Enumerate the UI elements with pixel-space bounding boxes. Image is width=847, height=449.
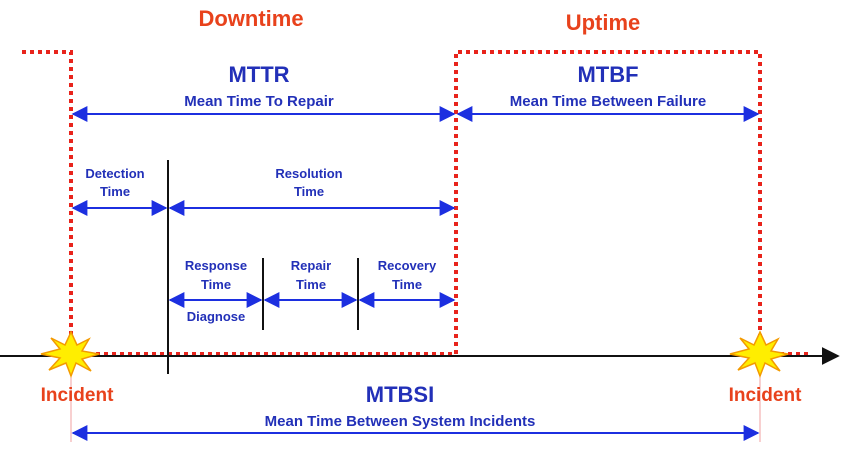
uptime-label: Uptime <box>566 10 641 35</box>
repair-label-line1: Repair <box>291 258 331 273</box>
mtbsi-full: Mean Time Between System Incidents <box>265 413 536 430</box>
detection-label-line2: Time <box>100 184 130 199</box>
repair-label-line2: Time <box>296 277 326 292</box>
detection-label-line1: Detection <box>85 166 144 181</box>
resolution-label-line1: Resolution <box>275 166 342 181</box>
mttr-full: Mean Time To Repair <box>184 93 334 110</box>
explosion-burst-icon <box>40 330 100 379</box>
diagnose-label: Diagnose <box>187 309 246 324</box>
recovery-label-line1: Recovery <box>378 258 437 273</box>
mtbsi-abbr: MTBSI <box>366 382 434 407</box>
mtbf-abbr: MTBF <box>577 62 638 87</box>
response-label-line1: Response <box>185 258 247 273</box>
resolution-label-line2: Time <box>294 184 324 199</box>
mtbf-full: Mean Time Between Failure <box>510 93 706 110</box>
incident-label-right: Incident <box>729 385 803 406</box>
mttr-abbr: MTTR <box>228 62 289 87</box>
state-dotted-line <box>22 50 810 356</box>
explosion-burst-icon <box>729 330 789 379</box>
downtime-label: Downtime <box>198 6 303 31</box>
recovery-label-line2: Time <box>392 277 422 292</box>
response-label-line2: Time <box>201 277 231 292</box>
incident-label-left: Incident <box>41 385 115 406</box>
